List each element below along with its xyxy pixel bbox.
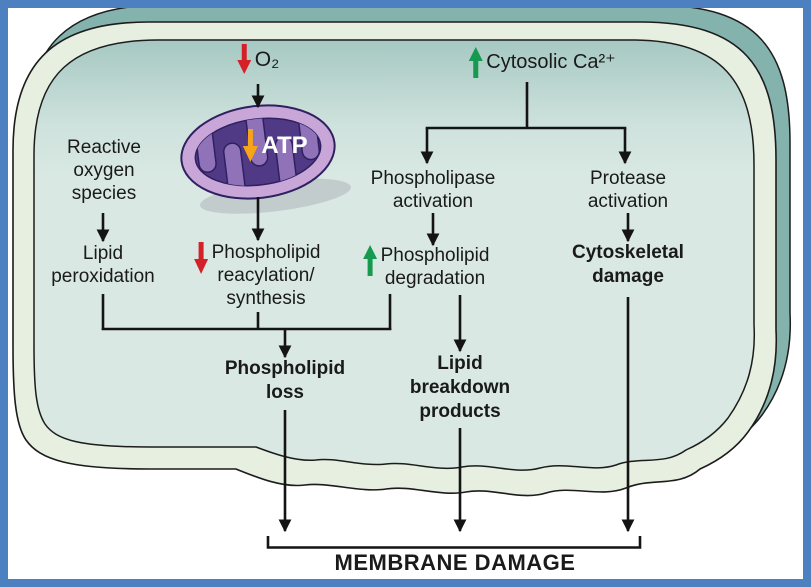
membrane-damage-bracket — [266, 536, 642, 549]
node-atp: ATP — [242, 129, 308, 162]
node-reactive-oxygen-species: Reactive oxygen species — [67, 137, 141, 204]
node-phospholipase-activation: Phospholipase activation — [370, 168, 496, 212]
node-cytosolic-ca: Cytosolic Ca²⁺ — [468, 47, 616, 78]
node-phospholipid-reacylation-label: Phospholipid reacylation/ synthesis — [211, 242, 321, 309]
node-protease-activation: Protease activation — [587, 168, 669, 212]
increase-arrow-icon — [363, 245, 378, 276]
node-cytoskeletal-damage: Cytoskeletal damage — [572, 242, 684, 287]
node-lipid-peroxidation: Lipid peroxidation — [51, 243, 155, 287]
increase-arrow-icon — [468, 47, 483, 78]
node-o2-label: O₂ — [254, 48, 280, 71]
node-phospholipid-degradation: Phospholipid degradation — [363, 244, 490, 290]
node-o2: O₂ — [237, 44, 280, 75]
connector-phospholipid-loss-bracket — [101, 294, 392, 359]
node-atp-label: ATP — [261, 132, 308, 159]
decrease-arrow-icon — [194, 242, 209, 274]
decrease-arrow-icon — [242, 129, 258, 162]
connector-ca-split — [420, 82, 632, 165]
decrease-arrow-icon — [237, 44, 252, 74]
node-lipid-breakdown-products: Lipid breakdown products — [409, 353, 511, 422]
node-phospholipid-degradation-label: Phospholipid degradation — [380, 245, 490, 289]
node-phospholipid-loss: Phospholipid loss — [224, 358, 346, 403]
node-cytosolic-ca-label: Cytosolic Ca²⁺ — [486, 51, 616, 73]
node-phospholipid-reacylation: Phospholipid reacylation/ synthesis — [194, 241, 321, 310]
node-membrane-damage: MEMBRANE DAMAGE — [334, 550, 576, 575]
mitochondrion — [180, 104, 351, 214]
